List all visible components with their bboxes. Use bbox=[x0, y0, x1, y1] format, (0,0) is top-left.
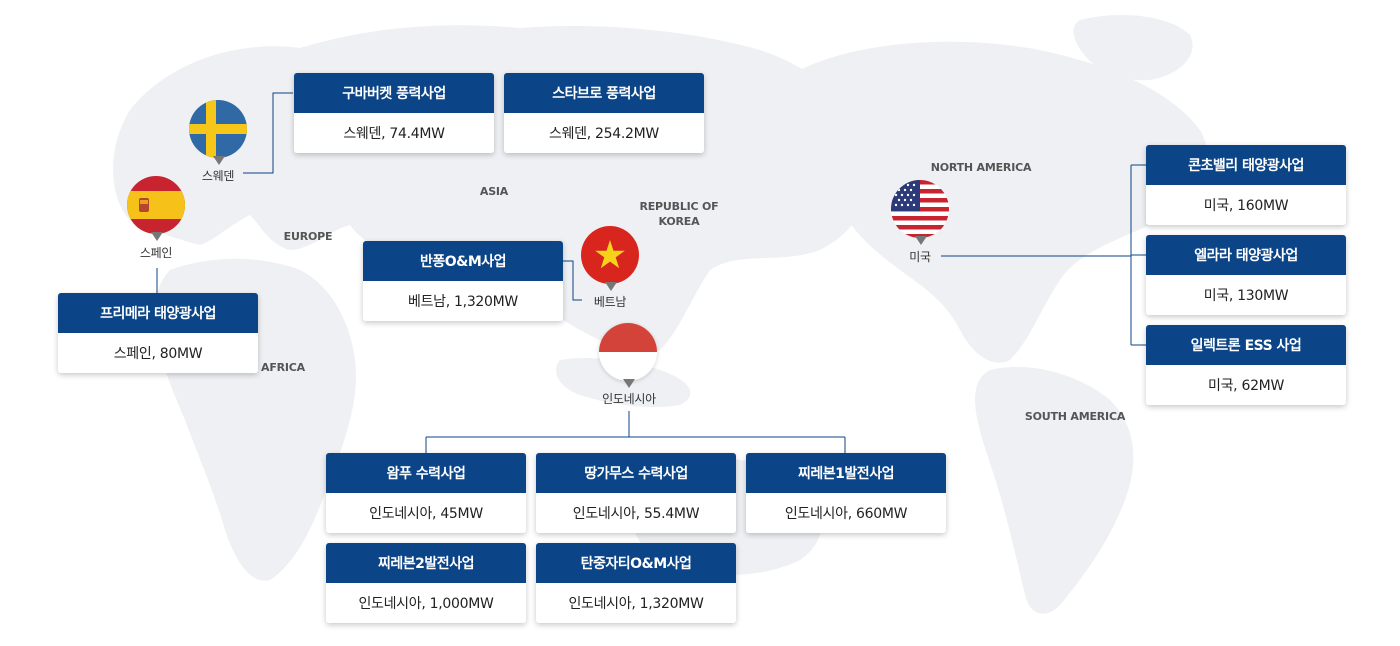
indonesia-label: 인도네시아 bbox=[602, 392, 656, 406]
project-title: 땅가무스 수력사업 bbox=[536, 453, 736, 493]
project-title: 찌레본1발전사업 bbox=[746, 453, 946, 493]
usa-label: 미국 bbox=[909, 250, 931, 264]
usa-pin-tip bbox=[915, 236, 927, 245]
project-card-primera[interactable]: 프리메라 태양광사업 스페인, 80MW bbox=[58, 293, 258, 373]
project-card-electron[interactable]: 일렉트론 ESS 사업 미국, 62MW bbox=[1146, 325, 1346, 405]
project-capacity: 인도네시아, 55.4MW bbox=[536, 493, 736, 533]
sweden-pin[interactable] bbox=[188, 100, 248, 165]
vietnam-pin[interactable] bbox=[580, 226, 640, 291]
indonesia-pin[interactable] bbox=[598, 323, 658, 388]
project-card-starbro[interactable]: 스타브로 풍력사업 스웨덴, 254.2MW bbox=[504, 73, 704, 153]
project-capacity: 인도네시아, 45MW bbox=[326, 493, 526, 533]
vietnam-label: 베트남 bbox=[593, 295, 627, 309]
region-korea-line1: REPUBLIC OF bbox=[639, 200, 719, 213]
indonesia-pin-tip bbox=[623, 379, 635, 388]
spain-pin-tip bbox=[151, 232, 163, 241]
project-capacity: 스웨덴, 254.2MW bbox=[504, 113, 704, 153]
project-title: 탄중자티O&M사업 bbox=[536, 543, 736, 583]
project-title: 구바버켓 풍력사업 bbox=[294, 73, 494, 113]
spain-label: 스페인 bbox=[139, 246, 173, 260]
project-title: 프리메라 태양광사업 bbox=[58, 293, 258, 333]
sweden-flag-icon bbox=[189, 100, 247, 158]
indonesia-flag-icon bbox=[599, 323, 657, 381]
project-capacity: 스페인, 80MW bbox=[58, 333, 258, 373]
project-card-elara[interactable]: 엘라라 태양광사업 미국, 130MW bbox=[1146, 235, 1346, 315]
region-korea: REPUBLIC OF KOREA bbox=[630, 199, 728, 229]
region-europe: EUROPE bbox=[283, 230, 333, 243]
vietnam-flag-icon bbox=[581, 226, 639, 284]
project-card-cirebon1[interactable]: 찌레본1발전사업 인도네시아, 660MW bbox=[746, 453, 946, 533]
project-title: 찌레본2발전사업 bbox=[326, 543, 526, 583]
project-card-wampu[interactable]: 왐푸 수력사업 인도네시아, 45MW bbox=[326, 453, 526, 533]
sweden-pin-tip bbox=[213, 156, 225, 165]
project-capacity: 스웨덴, 74.4MW bbox=[294, 113, 494, 153]
spain-flag-icon bbox=[127, 176, 185, 234]
project-card-cirebon2[interactable]: 찌레본2발전사업 인도네시아, 1,000MW bbox=[326, 543, 526, 623]
region-north-america: NORTH AMERICA bbox=[930, 161, 1032, 174]
project-capacity: 인도네시아, 660MW bbox=[746, 493, 946, 533]
project-card-gubaberget[interactable]: 구바버켓 풍력사업 스웨덴, 74.4MW bbox=[294, 73, 494, 153]
region-africa: AFRICA bbox=[261, 361, 305, 374]
usa-flag-icon bbox=[891, 180, 949, 238]
project-title: 반퐁O&M사업 bbox=[363, 241, 563, 281]
project-capacity: 미국, 160MW bbox=[1146, 185, 1346, 225]
project-card-concho[interactable]: 콘초밸리 태양광사업 미국, 160MW bbox=[1146, 145, 1346, 225]
project-title: 엘라라 태양광사업 bbox=[1146, 235, 1346, 275]
project-capacity: 미국, 62MW bbox=[1146, 365, 1346, 405]
project-capacity: 인도네시아, 1,320MW bbox=[536, 583, 736, 623]
project-capacity: 인도네시아, 1,000MW bbox=[326, 583, 526, 623]
region-korea-line2: KOREA bbox=[658, 215, 700, 228]
greenland-land bbox=[1073, 15, 1193, 81]
sweden-label: 스웨덴 bbox=[201, 169, 235, 183]
usa-pin[interactable] bbox=[890, 180, 950, 245]
south-america-land bbox=[975, 366, 1134, 614]
region-south-america: SOUTH AMERICA bbox=[1024, 410, 1126, 423]
project-title: 일렉트론 ESS 사업 bbox=[1146, 325, 1346, 365]
project-card-banpong[interactable]: 반퐁O&M사업 베트남, 1,320MW bbox=[363, 241, 563, 321]
spain-pin[interactable] bbox=[126, 176, 186, 241]
project-capacity: 미국, 130MW bbox=[1146, 275, 1346, 315]
project-capacity: 베트남, 1,320MW bbox=[363, 281, 563, 321]
project-card-tanggamus[interactable]: 땅가무스 수력사업 인도네시아, 55.4MW bbox=[536, 453, 736, 533]
project-title: 콘초밸리 태양광사업 bbox=[1146, 145, 1346, 185]
region-asia: ASIA bbox=[479, 185, 509, 198]
project-card-tanjungjati[interactable]: 탄중자티O&M사업 인도네시아, 1,320MW bbox=[536, 543, 736, 623]
project-title: 스타브로 풍력사업 bbox=[504, 73, 704, 113]
vietnam-pin-tip bbox=[605, 282, 617, 291]
project-title: 왐푸 수력사업 bbox=[326, 453, 526, 493]
